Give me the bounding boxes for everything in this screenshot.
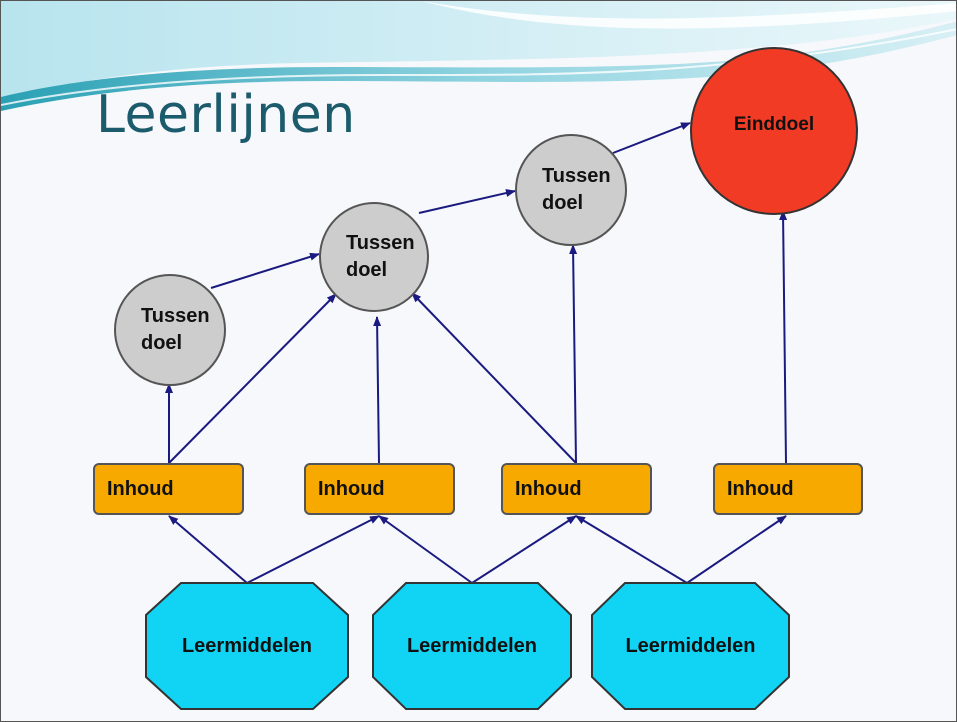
arrow-resource3-to-content3 [575,515,688,584]
resource-1: Leermiddelen [181,634,313,657]
intermediate-goal-3: Tussen doel [515,134,627,246]
arrow-resource2-to-content3 [471,515,577,584]
arrow-goal2-to-goal3 [418,189,516,214]
content-box-3: Inhoud [501,463,652,515]
arrow-goal3-to-end [612,122,691,154]
arrow-content3-to-goal2 [411,292,577,464]
arrow-content2-to-goal2 [373,316,382,464]
arrow-resource2-to-content2 [378,515,473,584]
intermediate-goal-1: Tussen doel [114,274,226,386]
content-box-2: Inhoud [304,463,455,515]
arrow-content3-to-goal3 [569,244,578,464]
slide-title: Leerlijnen [96,85,356,145]
arrow-goal1-to-goal2 [210,252,320,289]
content-box-1: Inhoud [93,463,244,515]
arrow-resource1-to-content2 [246,515,380,584]
intermediate-goal-2: Tussen doel [319,202,429,312]
arrow-content4-to-end [779,210,788,464]
arrow-resource3-to-content4 [686,515,787,584]
resource-2: Leermiddelen [406,634,538,657]
arrow-resource1-to-content1 [168,515,248,584]
resource-3: Leermiddelen [625,634,756,657]
arrow-content1-to-goal2 [168,293,337,464]
content-box-4: Inhoud [713,463,863,515]
end-goal: Einddoel [690,47,858,215]
